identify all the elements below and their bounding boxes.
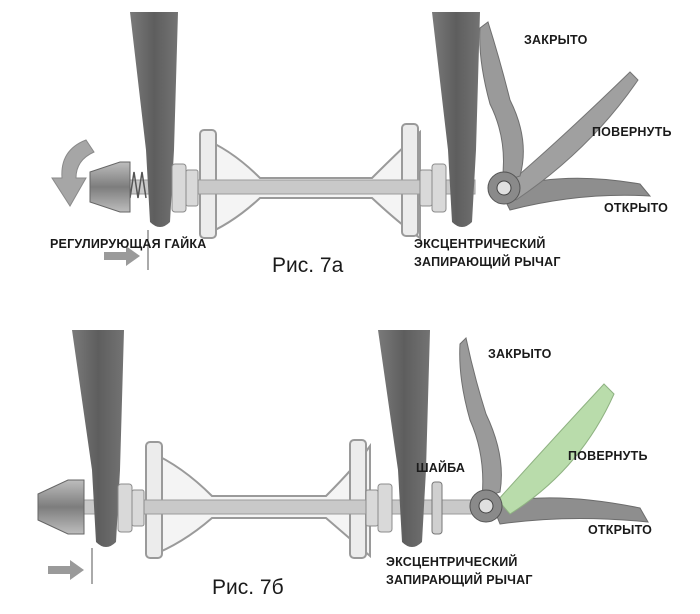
lever-turn-b xyxy=(497,383,615,515)
lever-open-b xyxy=(491,497,649,525)
label-open-a: ОТКРЫТО xyxy=(604,201,668,215)
label-closed-a: ЗАКРЫТО xyxy=(524,33,588,47)
label-closed-b: ЗАКРЫТО xyxy=(488,347,552,361)
hub-body-b xyxy=(145,439,371,559)
cam-pin-b xyxy=(478,498,494,514)
label-washer: ШАЙБА xyxy=(416,460,465,475)
label-lever-b-line2: ЗАПИРАЮЩИЙ РЫЧАГ xyxy=(386,572,533,587)
locknuts-left-a xyxy=(171,163,199,213)
label-turn-a: ПОВЕРНУТЬ xyxy=(592,125,672,139)
push-arrow-icon xyxy=(104,246,140,266)
label-lever-a-line1: ЭКСЦЕНТРИЧЕСКИЙ xyxy=(414,236,546,251)
caption-7a: Рис. 7а xyxy=(272,254,344,277)
left-fork-dropout-a xyxy=(130,12,178,227)
figure-7b: ЗАКРЫТО ПОВЕРНУТЬ ОТКРЫТО ШАЙБА ЭКСЦЕНТР… xyxy=(37,330,652,599)
label-lever-b-line1: ЭКСЦЕНТРИЧЕСКИЙ xyxy=(386,554,518,569)
locknuts-right-b xyxy=(365,483,393,533)
rotation-arrow-icon xyxy=(51,139,95,207)
label-adjusting-nut: РЕГУЛИРУЮЩАЯ ГАЙКА xyxy=(50,236,206,251)
right-fork-dropout-b xyxy=(378,330,430,547)
push-arrow-b-icon xyxy=(48,560,84,580)
adjusting-nut-b xyxy=(37,479,85,535)
locknuts-left-b xyxy=(117,483,145,533)
caption-7b: Рис. 7б xyxy=(212,576,284,599)
left-fork-dropout-b xyxy=(72,330,124,547)
label-open-b: ОТКРЫТО xyxy=(588,523,652,537)
right-fork-dropout-a xyxy=(432,12,480,227)
lever-closed-a xyxy=(479,21,524,183)
label-turn-b: ПОВЕРНУТЬ xyxy=(568,449,648,463)
lever-turn-a xyxy=(505,71,639,201)
label-lever-a-line2: ЗАПИРАЮЩИЙ РЫЧАГ xyxy=(414,254,561,269)
cam-pin-a xyxy=(496,180,512,196)
washer xyxy=(431,481,443,535)
figure-7a: ЗАКРЫТО ПОВЕРНУТЬ ОТКРЫТО РЕГУЛИРУЮЩАЯ Г… xyxy=(50,12,672,277)
locknuts-right-a xyxy=(419,163,447,213)
lever-closed-b xyxy=(459,336,502,499)
adjusting-nut xyxy=(89,161,131,213)
